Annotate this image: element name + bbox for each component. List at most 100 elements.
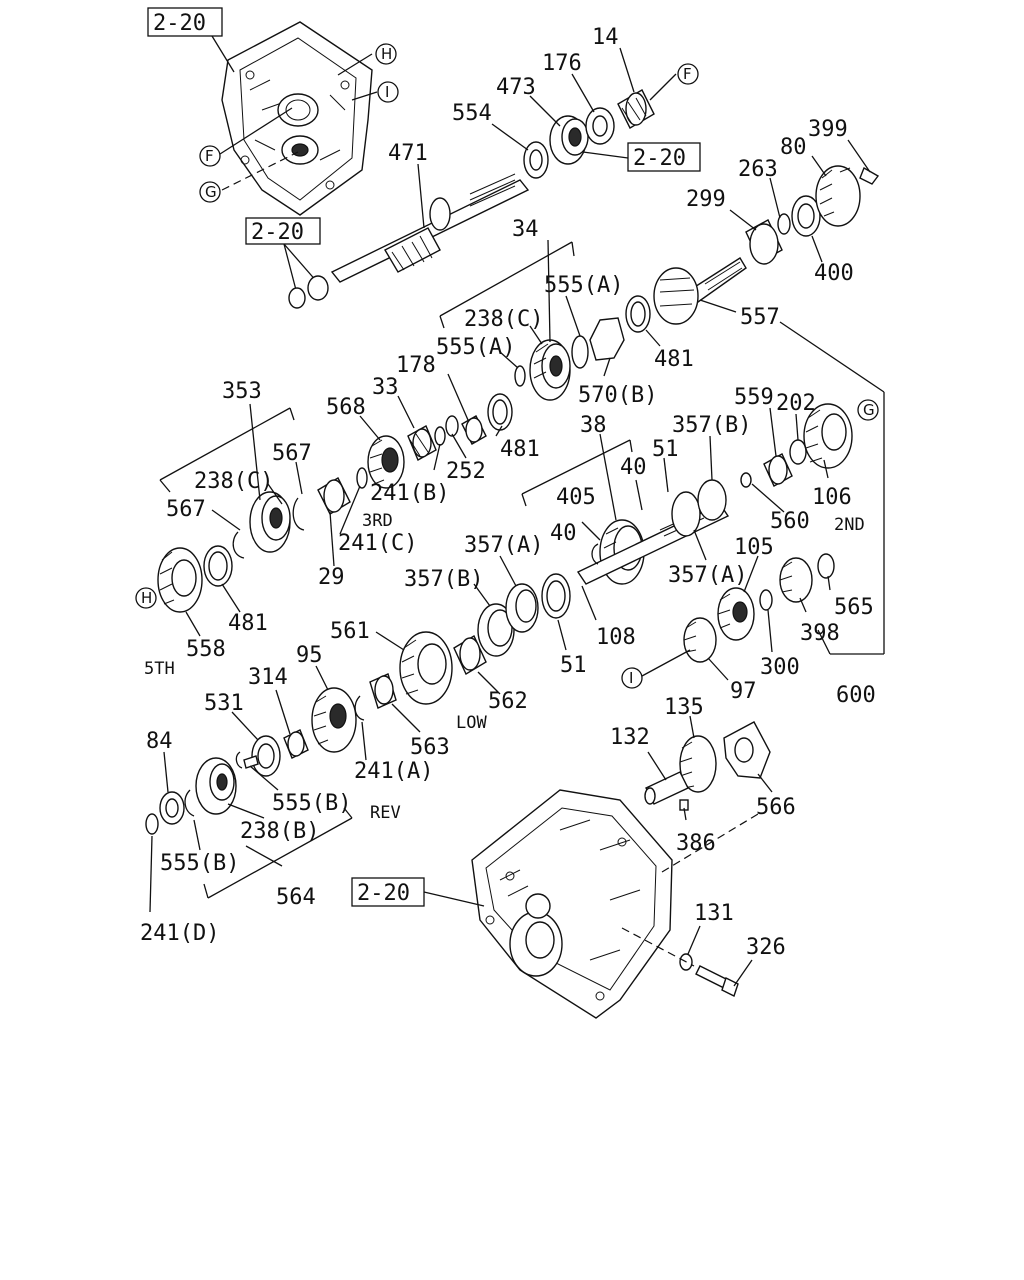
callout-531: 531 [204, 691, 244, 716]
needle-bearing-178 [461, 415, 487, 445]
hub-29 [317, 477, 351, 515]
callout-481-2: 481 [500, 437, 540, 462]
gear-568-3rd [367, 435, 405, 489]
roller-bearing-14 [617, 89, 655, 129]
washer-565 [817, 553, 835, 579]
blocker-ring-481-lower [203, 545, 233, 587]
snap-ring-241C [356, 467, 368, 489]
gear-97 [683, 617, 717, 663]
ref-box-2-20-top-left: 2-20 [147, 7, 223, 37]
callout-567-2: 567 [166, 497, 206, 522]
bearing-559 [763, 453, 793, 487]
callout-38: 38 [580, 413, 607, 438]
input-shaft-471 [330, 173, 530, 283]
marker-H-left-text: H [141, 589, 152, 607]
sleeve-40 [591, 543, 599, 565]
callout-564: 564 [276, 885, 316, 910]
callout-555A-2: 555(A) [436, 335, 515, 360]
leader-lines [149, 47, 885, 987]
callout-238C-2: 238(C) [194, 469, 273, 494]
ref-box-2-20-upper-mid: 2-20 [627, 142, 701, 172]
callout-108: 108 [596, 625, 636, 650]
callout-34: 34 [512, 217, 539, 242]
ref-box-2-20-left-bearing-text: 2-20 [251, 220, 304, 245]
gear-80 [815, 165, 861, 227]
synchro-353 [249, 491, 291, 553]
callout-554: 554 [452, 101, 492, 126]
callout-241D: 241(D) [140, 921, 219, 946]
front-case-housing [221, 21, 373, 216]
gear-105 [779, 557, 813, 603]
callout-252: 252 [446, 459, 486, 484]
marker-F-top-text: F [205, 147, 214, 165]
callout-353: 353 [222, 379, 262, 404]
marker-G-top: G [199, 181, 221, 203]
main-shaft-557 [653, 257, 747, 325]
needle-bearing-562 [453, 634, 487, 676]
callout-105: 105 [734, 535, 774, 560]
marker-F-top: F [199, 145, 221, 167]
washer-560 [740, 472, 752, 488]
callout-132: 132 [610, 725, 650, 750]
marker-I-lower-text: I [629, 669, 633, 687]
key-ring-555B-lower [184, 789, 195, 817]
gear-531 [251, 735, 281, 777]
callout-176: 176 [542, 51, 582, 76]
ref-box-2-20-top-left-text: 2-20 [153, 11, 206, 36]
marker-F-right: F [677, 63, 699, 85]
hub-84 [159, 791, 185, 825]
synchro-assembly-34 [529, 339, 571, 401]
callout-481-1: 481 [654, 347, 694, 372]
callout-241A: 241(A) [354, 759, 433, 784]
callout-562: 562 [488, 689, 528, 714]
callout-84: 84 [146, 729, 173, 754]
callout-565: 565 [834, 595, 874, 620]
key-ring-555A-lower [514, 365, 526, 387]
callout-labels: 14 176 473 554 471 399 80 263 299 400 34… [140, 25, 876, 960]
callout-357A-1: 357(A) [464, 533, 543, 558]
spring-570B [589, 317, 625, 361]
callout-202: 202 [776, 391, 816, 416]
gear-558-5th [157, 547, 203, 613]
snap-ring-263 [777, 213, 791, 235]
callout-135: 135 [664, 695, 704, 720]
blocker-ring-481-upper [625, 295, 651, 333]
callout-557: 557 [740, 305, 780, 330]
snap-ring-241D [145, 813, 159, 835]
gear-position-labels: 3RD 2ND 5TH LOW REV [144, 511, 865, 823]
ref-box-2-20-upper-mid-text: 2-20 [633, 146, 686, 171]
label-3rd: 3RD [362, 511, 393, 531]
callout-570B: 570(B) [578, 383, 657, 408]
marker-I-lower: I [621, 667, 643, 689]
gear-398 [717, 587, 755, 641]
callout-398: 398 [800, 621, 840, 646]
ref-box-2-20-bottom-text: 2-20 [357, 881, 410, 906]
blocker-ring-51-lower [541, 573, 571, 619]
snap-ring-241B [434, 426, 446, 446]
callout-40-1: 40 [620, 455, 647, 480]
callout-481-3: 481 [228, 611, 268, 636]
blocker-ring-481-mid [487, 393, 513, 431]
needle-bearing-33 [407, 425, 437, 461]
callout-600: 600 [836, 683, 876, 708]
callout-241B: 241(B) [370, 481, 449, 506]
bearing-299 [745, 219, 783, 265]
callout-566: 566 [756, 795, 796, 820]
callout-51-2: 51 [560, 653, 587, 678]
marker-G-right-text: G [863, 401, 875, 419]
clip-399 [859, 166, 880, 185]
spacer-202 [789, 439, 807, 465]
key-ring-555B-upper [235, 751, 259, 769]
callout-400: 400 [814, 261, 854, 286]
callout-300: 300 [760, 655, 800, 680]
callout-238B: 238(B) [240, 819, 319, 844]
sleeve-563 [369, 673, 397, 709]
synchro-238B [195, 757, 237, 815]
key-ring-567-a [292, 497, 305, 531]
transmission-case-housing [471, 789, 673, 1019]
callout-51-1: 51 [652, 437, 679, 462]
bolt-326 [695, 965, 739, 997]
callout-555B-1: 555(B) [272, 791, 351, 816]
callout-563: 563 [410, 735, 450, 760]
